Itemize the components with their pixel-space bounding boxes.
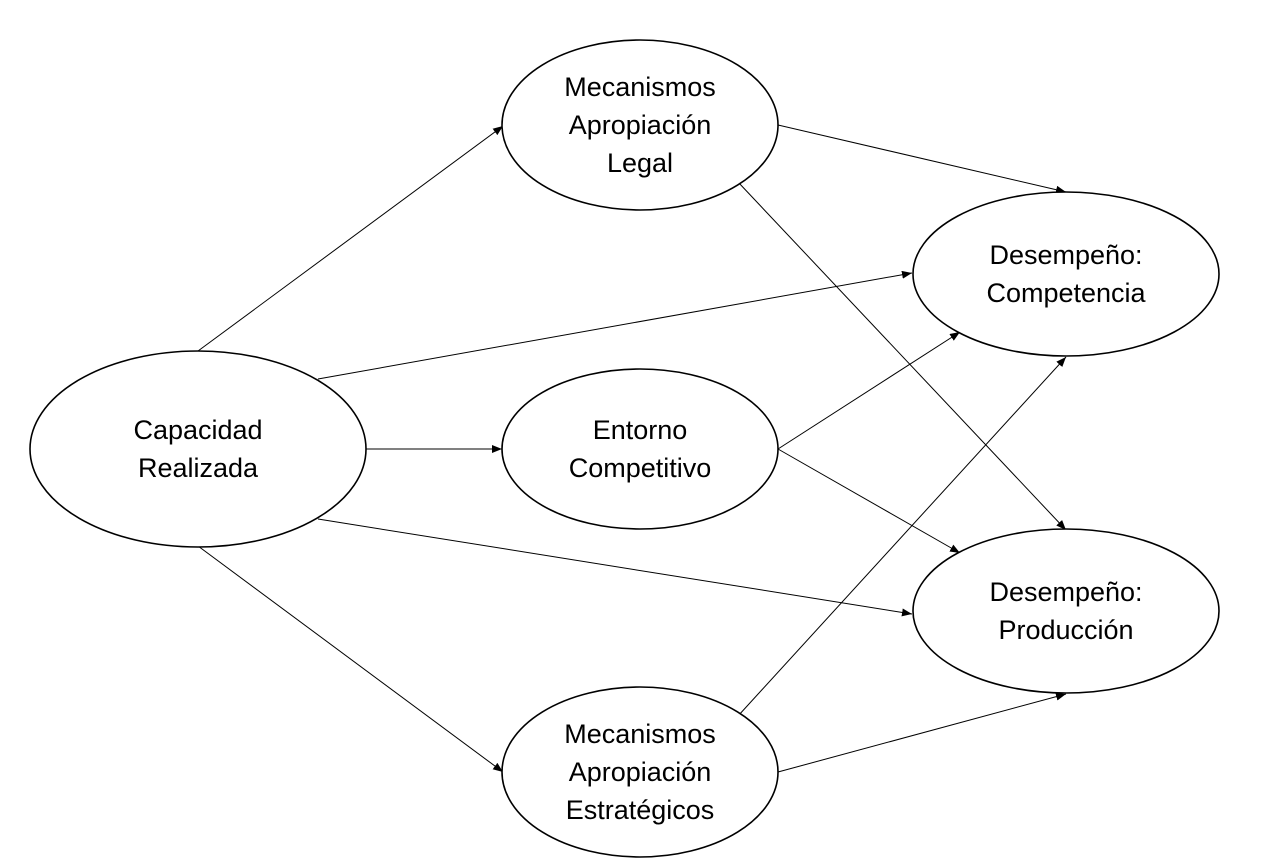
node-label-produccion-line-2: Producción (998, 615, 1133, 645)
node-label-estrategicos-line-3: Estratégicos (566, 795, 715, 825)
node-label-legal-line-2: Apropiación (569, 110, 712, 140)
node-ellipse-capacidad (29, 350, 367, 548)
node-ellipse-competencia (912, 191, 1220, 357)
node-label-competencia-line-2: Competencia (986, 278, 1146, 308)
node-label-entorno-line-1: Entorno (593, 415, 688, 445)
node-label-entorno-line-2: Competitivo (569, 453, 712, 483)
node-label-capacidad-line-1: Capacidad (133, 415, 262, 445)
arrow-estrategicos-to-competencia (737, 356, 1067, 717)
node-competencia: Desempeño: Competencia (912, 191, 1220, 357)
node-label-competencia-line-1: Desempeño: (989, 240, 1142, 270)
edges-layer (197, 124, 1067, 773)
node-produccion: Desempeño: Producción (912, 528, 1220, 694)
node-ellipse-estrategicos (501, 686, 779, 858)
node-label-capacidad-line-2: Realizada (138, 453, 259, 483)
nodes-layer: CapacidadRealizadaMecanismosApropiaciónL… (29, 39, 1220, 858)
node-label-produccion-line-1: Desempeño: (989, 577, 1142, 607)
arrow-legal-to-competencia (777, 124, 1067, 194)
arrow-entorno-to-produccion (777, 448, 961, 554)
arrow-capacidad-to-estrategicos (197, 545, 504, 773)
arrow-entorno-to-competencia (777, 331, 961, 450)
arrow-capacidad-to-produccion (317, 518, 913, 617)
arrow-capacidad-to-legal (197, 125, 504, 352)
node-label-legal-line-1: Mecanismos (564, 72, 716, 102)
arrow-estrategicos-to-produccion (777, 692, 1067, 773)
arrow-capacidad-to-competencia (317, 270, 913, 380)
node-label-estrategicos-line-1: Mecanismos (564, 719, 716, 749)
node-label-estrategicos-line-2: Apropiación (569, 757, 712, 787)
node-ellipse-entorno (501, 368, 779, 530)
node-ellipse-legal (501, 39, 779, 211)
node-label-legal-line-3: Legal (607, 148, 673, 178)
arrow-legal-to-produccion (737, 181, 1067, 531)
node-ellipse-produccion (912, 528, 1220, 694)
